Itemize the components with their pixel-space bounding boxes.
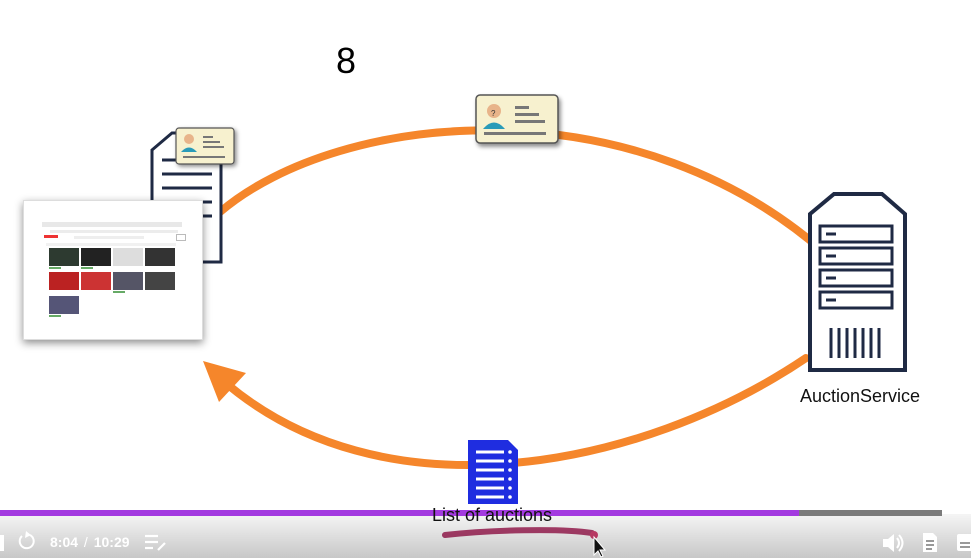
car-caption bbox=[49, 267, 61, 269]
car-tile bbox=[113, 272, 143, 290]
site-login bbox=[176, 234, 186, 241]
site-filters bbox=[46, 243, 176, 246]
player-icons bbox=[0, 531, 971, 558]
site-search bbox=[74, 236, 144, 239]
mouse-cursor-icon bbox=[593, 535, 607, 558]
browser-tabbar bbox=[42, 222, 182, 227]
svg-text:?: ? bbox=[491, 109, 496, 118]
car-caption bbox=[49, 315, 61, 317]
playlist-icon[interactable] bbox=[145, 534, 166, 551]
annotation-pen-dot bbox=[590, 531, 598, 539]
id-card-small-icon bbox=[175, 127, 235, 165]
car-caption bbox=[113, 291, 125, 293]
transcript-icon[interactable] bbox=[923, 533, 937, 552]
duration: 10:29 bbox=[93, 534, 130, 550]
car-tile bbox=[145, 272, 175, 290]
captions-icon[interactable] bbox=[957, 534, 971, 551]
browser-urlbar bbox=[50, 230, 178, 233]
current-time: 8:04 bbox=[50, 534, 79, 550]
progress-fill bbox=[0, 510, 799, 516]
auction-service-label: AuctionService bbox=[799, 386, 921, 406]
car-tile bbox=[49, 248, 79, 266]
car-caption bbox=[81, 267, 93, 269]
car-tile bbox=[49, 272, 79, 290]
browser-screenshot bbox=[23, 200, 203, 340]
annotation-underline bbox=[442, 527, 595, 538]
car-tile bbox=[113, 248, 143, 266]
play-pause-button[interactable] bbox=[0, 535, 4, 551]
step-number: 8 bbox=[335, 40, 357, 81]
document-list-icon bbox=[468, 440, 518, 504]
response-arrowhead bbox=[203, 361, 246, 402]
car-tile bbox=[145, 248, 175, 266]
list-of-auctions-label: List of auctions bbox=[431, 505, 553, 525]
player-controls bbox=[0, 514, 971, 558]
auction-service-server-icon bbox=[808, 192, 907, 372]
time-display: 8:04 / 10:29 bbox=[50, 534, 130, 550]
car-tile bbox=[81, 272, 111, 290]
car-tile bbox=[49, 296, 79, 314]
car-tile bbox=[81, 248, 111, 266]
site-logo bbox=[44, 235, 58, 238]
volume-icon[interactable] bbox=[883, 534, 904, 552]
id-card-icon: ? bbox=[475, 94, 559, 144]
progress-bar[interactable] bbox=[0, 510, 942, 516]
request-arrow bbox=[216, 126, 839, 266]
replay-icon[interactable] bbox=[18, 531, 35, 550]
